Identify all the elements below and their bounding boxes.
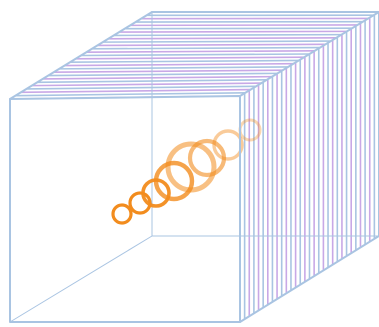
top-stripe [76,57,305,59]
cube-front-face [10,96,240,322]
top-stripe [92,48,320,49]
top-stripe [59,67,288,69]
side-face-stripes [240,12,379,322]
top-stripe [81,54,310,56]
top-stripe [43,77,272,79]
orange-ring [190,141,224,175]
top-stripe [86,51,314,52]
top-stripe [54,70,283,72]
top-stripe [97,44,325,45]
top-stripe [70,60,299,62]
top-stripe [103,41,331,42]
top-stripe [21,90,251,93]
top-stripe [114,35,342,36]
top-stripe [26,86,256,89]
top-stripe [48,73,277,75]
top-stripe [119,31,347,32]
top-stripe [32,83,262,86]
top-stripe [108,38,336,39]
ring-tunnel [113,120,260,223]
top-stripe [125,28,353,29]
orange-ring [113,205,131,223]
cube-back-diagonal-edge [10,236,152,322]
top-stripe [15,93,245,96]
top-stripe [65,64,294,66]
